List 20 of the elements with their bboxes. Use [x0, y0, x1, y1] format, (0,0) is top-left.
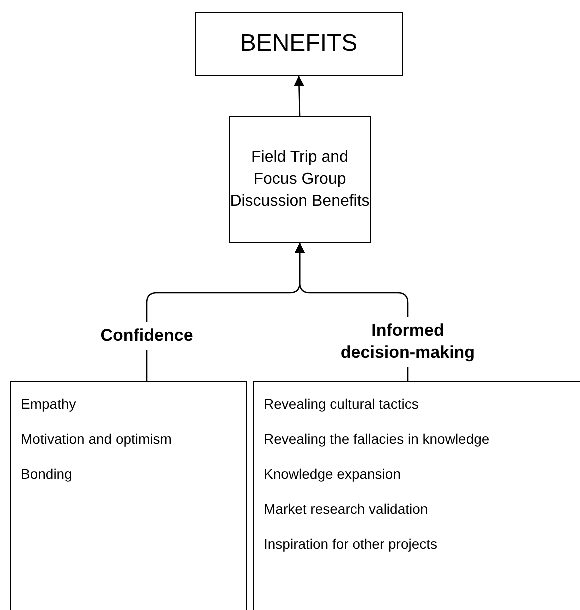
list-panel — [10, 381, 247, 610]
connector — [294, 76, 304, 116]
connector — [146, 350, 148, 381]
list-item: Motivation and optimism — [21, 431, 172, 448]
list-panel — [253, 381, 580, 610]
title-box — [195, 12, 403, 76]
list-item: Inspiration for other projects — [264, 536, 438, 553]
connector — [294, 243, 409, 317]
box-text: Field Trip and Focus Group Discussion Benefits — [230, 148, 370, 212]
category-heading: Informed decision-making — [333, 320, 483, 364]
list-item: Knowledge expansion — [264, 466, 401, 483]
list-item: Bonding — [21, 466, 72, 483]
list-item: Revealing the fallacies in knowledge — [264, 431, 490, 448]
list-item: Empathy — [21, 396, 76, 413]
list-item: Market research validation — [264, 501, 428, 518]
process-box — [229, 116, 371, 243]
list-item: Revealing cultural tactics — [264, 396, 419, 413]
connector — [407, 367, 409, 381]
category-heading: Confidence — [87, 325, 207, 347]
title-text: BENEFITS — [240, 30, 358, 58]
